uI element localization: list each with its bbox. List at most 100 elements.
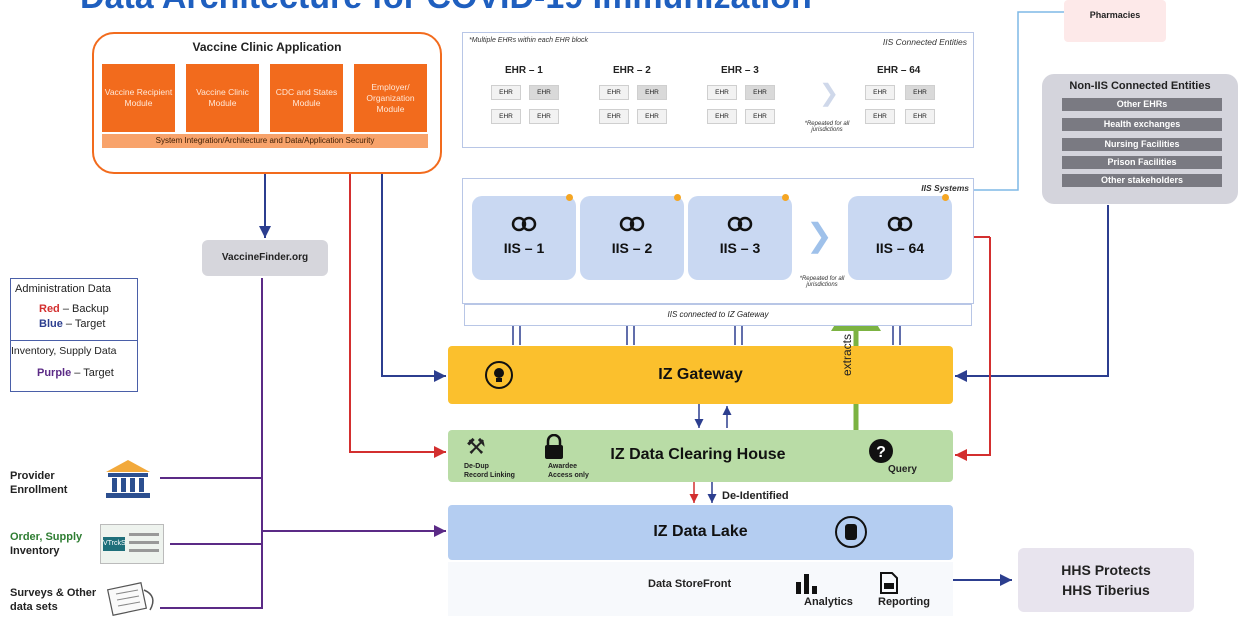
clearing-house-label: IZ Data Clearing House [610,446,786,463]
ehr-box: EHR [905,85,935,100]
ehr-box: EHR [905,109,935,124]
non-iis-item: Other stakeholders [1062,174,1222,187]
legend-blue: Blue – Target [39,318,106,330]
question-icon: ? [869,439,893,463]
clipboard-icon [106,582,154,616]
iz-gateway-label: IZ Gateway [658,366,743,383]
screenshot-line [129,549,159,552]
extracts-label: extracts [840,333,854,376]
non-iis-item: Health exchanges [1062,118,1222,131]
iis-label: IIS – 3 [719,240,761,256]
reporting-label: Reporting [878,596,930,608]
tools-icon: ⚒ [466,434,486,459]
building-icon [106,460,150,498]
data-storefront: Data StoreFront Analytics Reporting [448,562,953,616]
legend-inventory-title: Inventory, Supply Data [11,345,117,357]
chevron-icon: ❯ [819,80,840,107]
non-iis-item: Prison Facilities [1062,156,1222,169]
ehr-box: EHR [491,109,521,124]
bar-chart-icon [796,574,817,594]
ehr-group-2-title: EHR – 2 [613,65,651,76]
lightbulb-icon [485,361,513,389]
legend-red: Red – Backup [39,303,109,315]
hhs-systems: HHS Protects HHS Tiberius [1018,548,1194,612]
hhs-tiberius-label: HHS Tiberius [1062,582,1150,598]
legend-purple: Purple – Target [37,367,114,379]
ehr-box: EHR [707,109,737,124]
iis-label: IIS – 2 [611,240,653,256]
chevron-icon: ❯ [806,217,833,253]
ehr-box: EHR [637,85,667,100]
svg-text:?: ? [876,444,886,461]
vaccinefinder-box: VaccineFinder.org [202,240,328,276]
iis-label: IIS – 1 [503,240,545,256]
iis-gateway-connection-bar: IIS connected to IZ Gateway [464,304,972,326]
legend-admin-title: Administration Data [15,283,111,295]
ehr-group-3-title: EHR – 3 [721,65,759,76]
analytics-label: Analytics [804,596,853,608]
security-bar: System Integration/Architecture and Data… [102,134,428,148]
ehr-box: EHR [745,109,775,124]
legend-inventory: Inventory, Supply Data Purple – Target [10,340,138,392]
iis-panel-title: IIS Systems [921,183,969,193]
ehr-box: EHR [745,85,775,100]
status-dot [942,194,949,201]
iis-card-3: IIS – 3 [688,196,792,280]
lock-icon [545,434,563,459]
database-icon [835,516,867,548]
iz-gateway: IZ Gateway [448,346,953,404]
iz-data-lake: IZ Data Lake [448,505,953,560]
ehr-group-1-title: EHR – 1 [505,65,543,76]
ehr-box: EHR [865,109,895,124]
ehr-box: EHR [637,109,667,124]
link-icon [619,216,645,232]
data-lake-label: IZ Data Lake [653,523,748,540]
deidentified-label: De-Identified [722,490,789,502]
status-dot [566,194,573,201]
vaccine-recipient-module: Vaccine Recipient Module [102,64,175,132]
non-iis-item: Nursing Facilities [1062,138,1222,151]
ehr-box: EHR [865,85,895,100]
document-icon [880,572,898,594]
query-label: Query [888,464,917,475]
ehr-note: *Multiple EHRs within each EHR block [469,37,589,44]
pharmacies-box: Pharmacies [1064,0,1166,42]
link-icon [727,216,753,232]
ehr-box: EHR [529,109,559,124]
cdc-states-module: CDC and States Module [270,64,343,132]
screenshot-line [129,533,159,536]
legend-admin: Administration Data Red – Backup Blue – … [10,278,138,342]
ehr-panel-title: IIS Connected Entities [882,37,967,47]
vaccine-clinic-application: Vaccine Clinic Application Vaccine Recip… [92,32,442,174]
ehr-box: EHR [599,109,629,124]
ehr-repeated-note: *Repeated for all jurisdictions [804,121,850,133]
storefront-label: Data StoreFront [648,578,732,590]
ehr-box: EHR [599,85,629,100]
link-icon [887,216,913,232]
page-title: Data Architecture for COVID-19 Immunizat… [80,0,812,17]
iis-connected-entities-panel: *Multiple EHRs within each EHR block IIS… [462,32,974,148]
ehr-group-64-title: EHR – 64 [877,65,921,76]
iis-card-2: IIS – 2 [580,196,684,280]
iis-card-1: IIS – 1 [472,196,576,280]
employer-module: Employer/ Organization Module [354,64,427,132]
vaccine-clinic-module: Vaccine Clinic Module [186,64,259,132]
vtrcks-screenshot: VTrckS [100,524,164,564]
ehr-box: EHR [529,85,559,100]
link-icon [511,216,537,232]
status-dot [674,194,681,201]
vaccine-clinic-title: Vaccine Clinic Application [192,40,342,54]
ehr-box: EHR [707,85,737,100]
status-dot [782,194,789,201]
screenshot-line [129,541,159,544]
non-iis-title: Non-IIS Connected Entities [1069,80,1211,92]
non-iis-entities: Non-IIS Connected Entities Other EHRs He… [1042,74,1238,204]
non-iis-item: Other EHRs [1062,98,1222,111]
ehr-box: EHR [491,85,521,100]
